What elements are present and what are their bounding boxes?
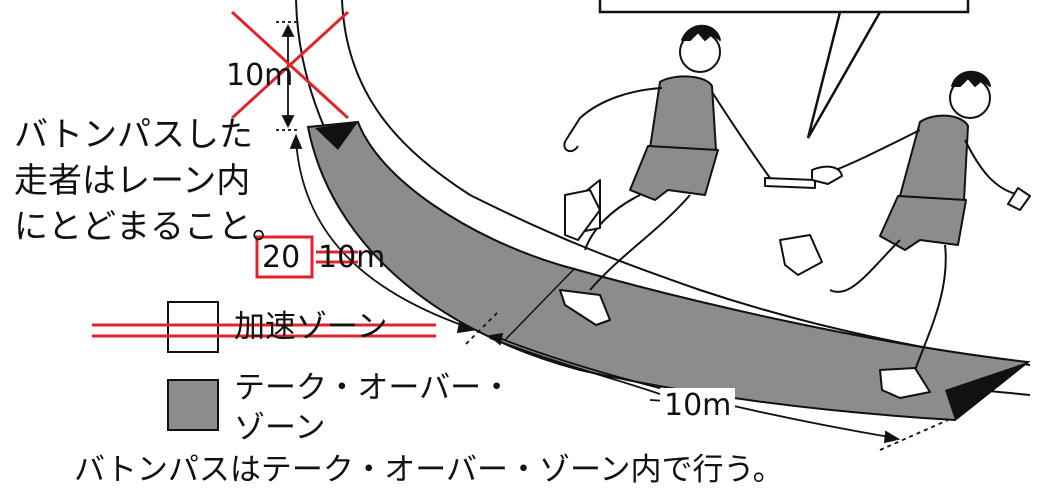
note-line-3: にとどまること。 — [14, 207, 286, 247]
zone-end-marker — [945, 362, 1028, 420]
runner-passing — [559, 24, 816, 326]
red-corrections — [92, 10, 436, 338]
speech-bubble — [598, 0, 970, 139]
legend-takeover-zone-box — [167, 379, 219, 431]
distance-middle-old-label: 10m — [318, 240, 386, 275]
cross-line-2 — [230, 10, 350, 120]
correction-box — [255, 235, 314, 279]
runner-receiving — [779, 70, 1031, 399]
dimension-top — [276, 21, 300, 131]
zone-division-line — [504, 267, 576, 341]
legend-acceleration-zone-label: 加速ゾーン — [234, 309, 388, 345]
legend-acceleration-zone-box — [167, 301, 219, 353]
distance-middle-new-label: 20 — [262, 240, 301, 275]
lane-rule-note: バトンパスした 走者はレーン内 にとどまること。 — [14, 112, 286, 250]
legend-takeover-zone-label-2: ゾーン — [234, 410, 326, 446]
note-line-1: バトンパスした — [14, 115, 254, 155]
note-line-2: 走者はレーン内 — [14, 161, 251, 201]
diagram-caption: バトンパスはテーク・オーバー・ゾーン内で行う。 — [74, 452, 784, 488]
zone-start-marker — [315, 122, 358, 150]
legend-takeover-zone-label-1: テーク・オーバー・ — [234, 370, 513, 406]
distance-bottom-label: 10m — [660, 388, 736, 424]
distance-top-label: 10m — [226, 58, 294, 93]
